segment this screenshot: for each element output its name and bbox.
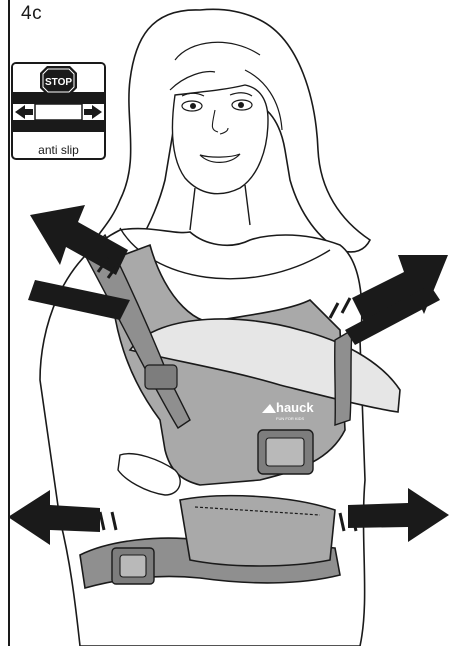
waist-pouch [180,496,335,566]
shoulder-strap-right [335,330,352,425]
stop-sign-icon: STOP [13,64,104,144]
svg-text:STOP: STOP [45,77,72,88]
badge-caption: anti slip [13,143,104,157]
anti-slip-badge: STOP anti slip [11,62,106,160]
